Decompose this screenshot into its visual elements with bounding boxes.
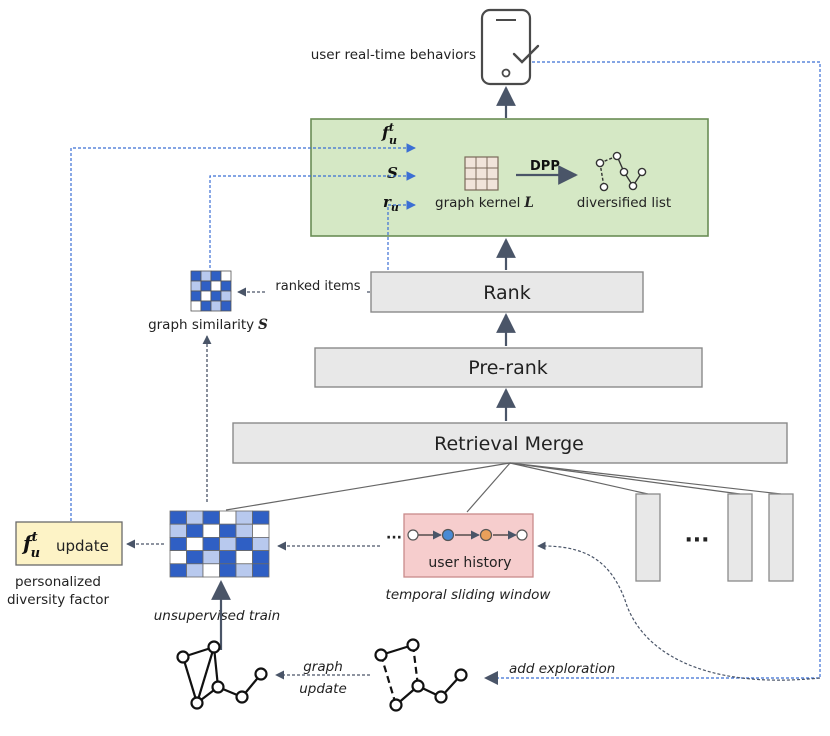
graph-before-icon bbox=[176, 640, 268, 710]
history-caption: temporal sliding window bbox=[386, 587, 552, 603]
factor-caption-line2: diversity factor bbox=[7, 592, 110, 608]
graph-update-line2: update bbox=[299, 681, 347, 697]
add-exploration-label: add exploration bbox=[509, 661, 615, 677]
user-history-box bbox=[403, 513, 534, 578]
graph-update-line1: graph bbox=[303, 659, 343, 675]
rank-label: Rank bbox=[483, 282, 530, 304]
graph-after-icon bbox=[374, 638, 468, 712]
ranked-items-label: ranked items bbox=[275, 279, 360, 294]
factor-caption-line1: personalized bbox=[15, 574, 101, 590]
add-exploration-arrowhead bbox=[484, 671, 498, 685]
phone-label: user real-time behaviors bbox=[311, 47, 476, 63]
training-matrix-icon bbox=[169, 510, 270, 578]
phone-icon bbox=[480, 8, 540, 86]
diversified-list-label: diversified list bbox=[577, 195, 671, 211]
retrieval-merge-box bbox=[232, 422, 788, 464]
phone-feedback-line bbox=[486, 61, 821, 679]
similarity-to-kernel-line bbox=[209, 171, 416, 268]
retrieval-ellipsis: ··· bbox=[684, 528, 709, 553]
dpp-label: DPP bbox=[530, 159, 560, 174]
factor-update-word: update bbox=[56, 537, 109, 555]
kernel-input-s: S bbox=[387, 164, 398, 182]
prerank-label: Pre-rank bbox=[468, 357, 548, 379]
rank-to-kernel-line bbox=[387, 200, 416, 270]
user-history-label: user history bbox=[428, 555, 511, 571]
ranked-items-label-bg bbox=[266, 277, 366, 293]
similarity-matrix-icon bbox=[190, 270, 232, 312]
graph-kernel-box bbox=[310, 118, 709, 237]
retrieval-channel-2 bbox=[727, 493, 753, 582]
kernel-input-r: ru bbox=[383, 193, 399, 214]
retrieval-fan-lines bbox=[225, 462, 782, 513]
rank-box bbox=[370, 271, 644, 313]
diversified-list-graph-icon bbox=[595, 151, 647, 192]
history-leading-dots: ··· bbox=[386, 530, 402, 546]
exploration-to-history-curve bbox=[537, 541, 821, 681]
factor-to-kernel-line bbox=[70, 143, 416, 521]
retrieval-channel-1 bbox=[635, 493, 661, 582]
factor-update-box bbox=[15, 521, 123, 566]
history-sequence-icon bbox=[407, 528, 528, 542]
retrieval-merge-label: Retrieval Merge bbox=[434, 433, 584, 455]
prerank-box bbox=[314, 347, 703, 388]
kernel-grid-icon bbox=[464, 156, 499, 191]
retrieval-channel-3 bbox=[768, 493, 794, 582]
matrix-caption: unsupervised train bbox=[154, 608, 281, 624]
